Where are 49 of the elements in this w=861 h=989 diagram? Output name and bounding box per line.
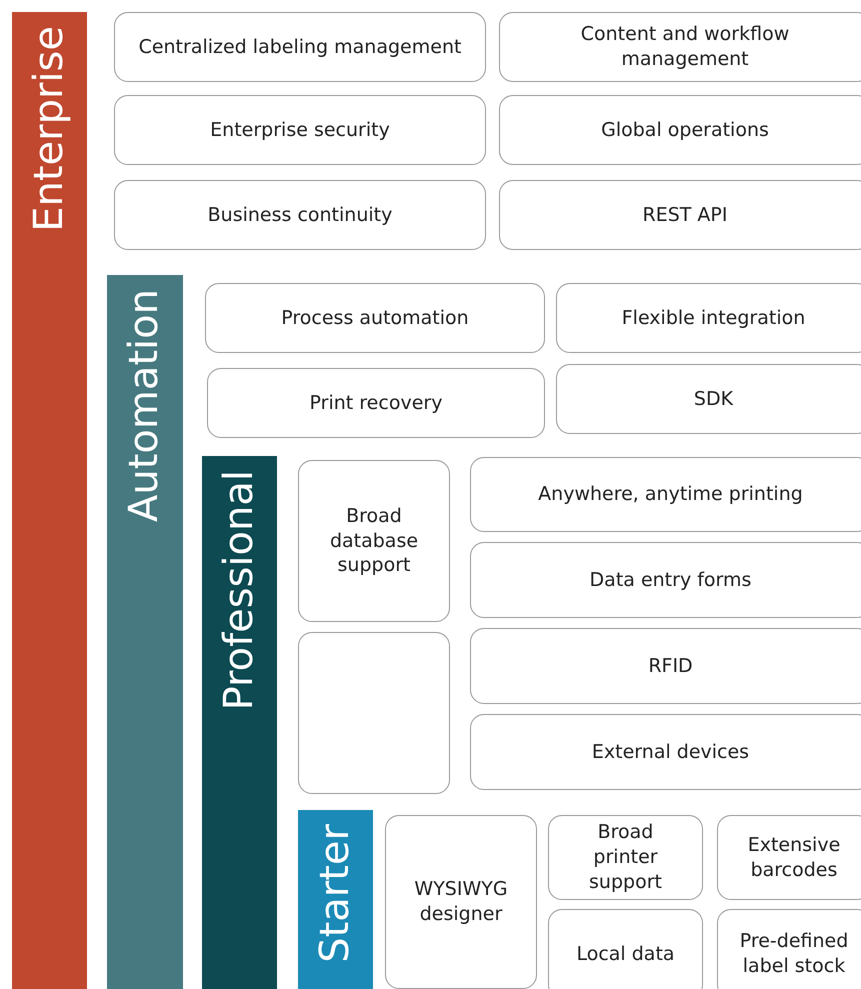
feature-box [470,542,861,618]
feature-box [385,815,537,989]
feature-box [499,95,861,165]
feature-box [114,95,486,165]
feature-box [717,815,861,900]
feature-label: Anywhere, anytime printing [537,482,804,507]
feature-box [717,909,861,989]
feature-label: Global operations [600,118,770,142]
feature-box [470,714,861,790]
feature-box [470,457,861,532]
feature-label: RFID [647,654,694,678]
feature-box [114,12,486,82]
feature-box [114,180,486,250]
feature-label: Print recovery [308,390,444,416]
tier-bar [298,810,373,989]
feature-box [499,12,861,82]
tier-bar [107,275,183,989]
feature-box [548,909,703,989]
feature-label: Pre-defined label stock [738,929,850,979]
tier-bar [12,12,87,989]
tier-label: Automation [120,289,168,522]
feature-box [298,460,450,622]
tier-bar [202,456,277,989]
tier-label: Starter [311,824,359,963]
feature-box [298,632,450,794]
tier-label: Enterprise [25,26,73,232]
feature-label: SDK [692,386,734,412]
feature-label: Process automation [280,306,470,330]
feature-box [548,815,703,900]
feature-box [205,283,545,353]
tier-label: Professional [215,470,263,710]
feature-label: REST API [642,202,728,228]
feature-label: Broad printer support [588,820,663,895]
feature-label: Enterprise security [209,118,391,142]
feature-box [556,283,861,353]
feature-label: Extensive barcodes [746,832,842,882]
feature-box [470,628,861,704]
feature-label: External devices [590,740,750,764]
feature-label: Local data [575,942,676,966]
feature-label: Broad database support [328,504,420,578]
feature-label: WYSIWYG designer [413,877,509,927]
feature-box [556,364,861,434]
feature-label: Content and workflow management [580,22,790,72]
feature-label: Flexible integration [620,306,806,330]
feature-label: Business continuity [206,202,394,228]
feature-box [499,180,861,250]
feature-label: Data entry forms [588,568,752,592]
feature-box [207,368,545,438]
feature-label: Centralized labeling management [138,34,462,60]
